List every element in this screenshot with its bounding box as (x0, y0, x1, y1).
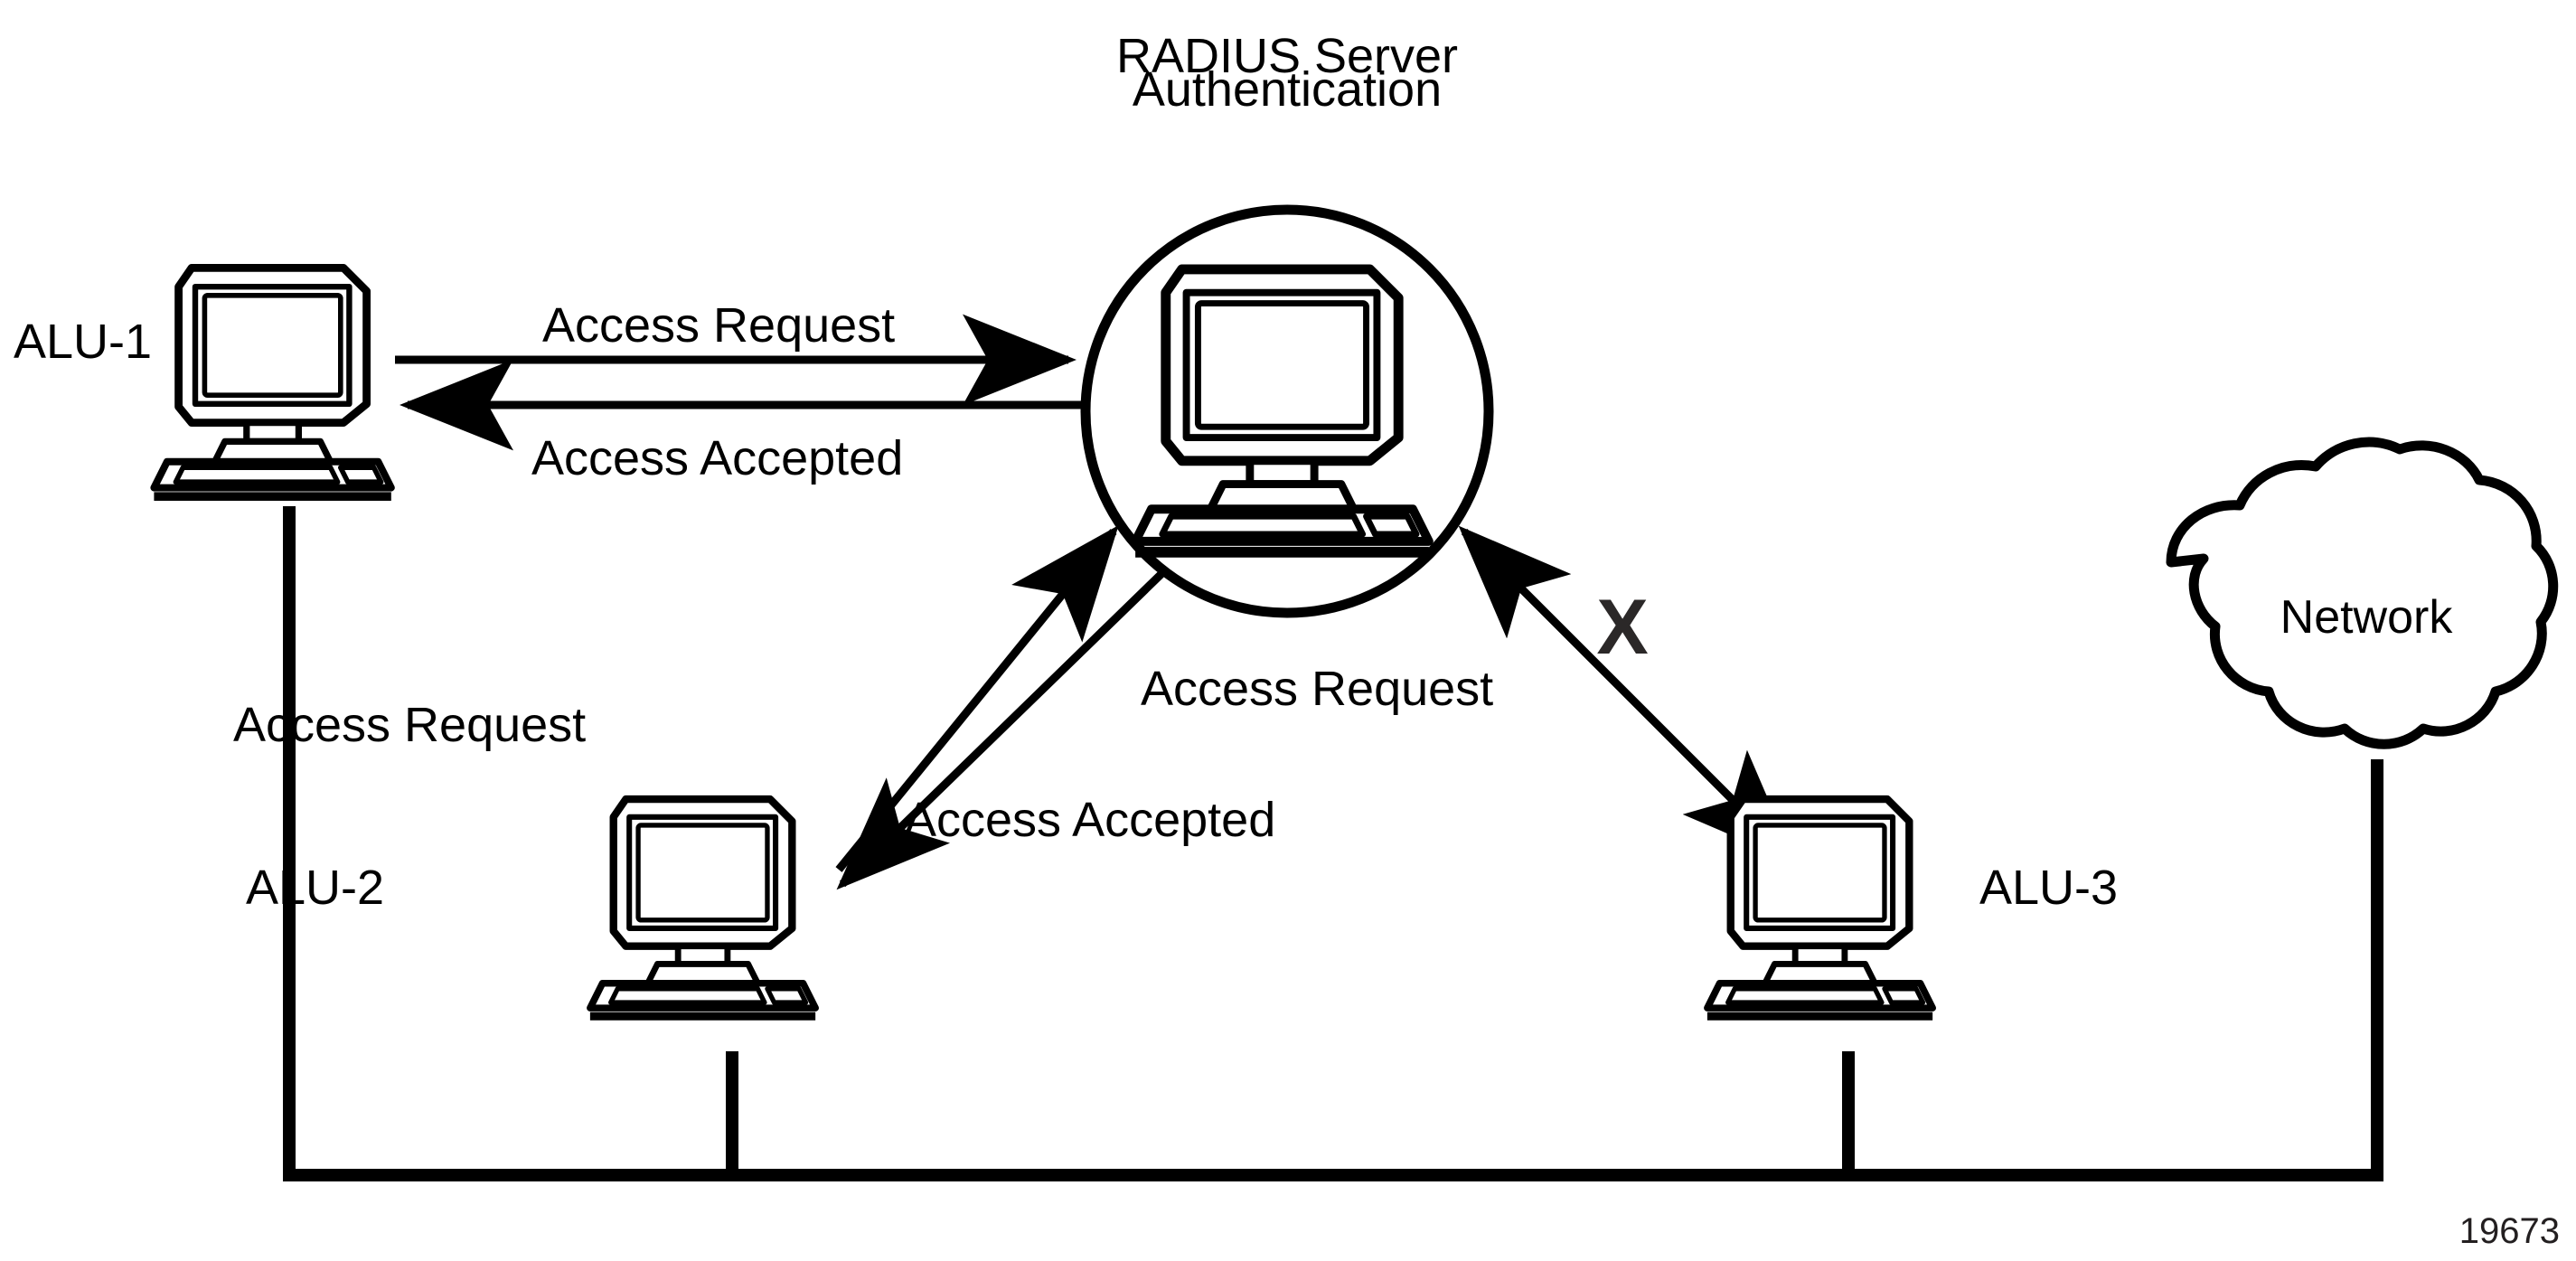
network-bus (283, 506, 2383, 1181)
label-alu1-access-request: Access Request (542, 298, 895, 353)
node-label-alu3: ALU-3 (1979, 861, 2118, 915)
label-alu3-access-request: Access Request (1141, 662, 1493, 716)
radius-server-title: RADIUS Server Authentication (1116, 29, 1458, 117)
link-server-alu3: Access Request X (1141, 525, 1796, 863)
node-alu1[interactable]: ALU-1 (14, 268, 391, 501)
arrow-alu3-bidirectional (1458, 525, 1796, 863)
cloud-icon (2166, 437, 2559, 749)
node-alu3[interactable]: ALU-3 (1707, 799, 2118, 1021)
radius-title-line-1: RADIUS Server (1116, 29, 1458, 83)
arrow-alu2-access-accepted (836, 564, 1171, 890)
label-alu2-access-accepted: Access Accepted (904, 793, 1275, 847)
desktop-computer-icon (1707, 799, 1932, 1021)
blocked-x-icon: X (1596, 584, 1648, 671)
label-alu1-access-accepted: Access Accepted (531, 431, 903, 485)
radius-title-line-2: Authentication (1133, 62, 1442, 117)
radius-server-node[interactable] (1080, 204, 1494, 618)
node-label-alu1: ALU-1 (14, 315, 152, 369)
desktop-computer-icon (1135, 269, 1429, 558)
figure-number: 19673 (2459, 1211, 2560, 1251)
node-label-alu2: ALU-2 (246, 861, 384, 915)
node-alu2[interactable]: ALU-2 (246, 799, 815, 1021)
desktop-computer-icon (590, 799, 815, 1021)
link-alu1-server: Access Request Access Accepted (395, 298, 1081, 485)
label-alu2-access-request: Access Request (233, 698, 586, 752)
desktop-computer-icon (154, 268, 390, 501)
link-alu2-server: Access Request Access Accepted (233, 525, 1275, 890)
node-network[interactable]: Network (2166, 437, 2559, 749)
node-label-network: Network (2280, 591, 2454, 644)
